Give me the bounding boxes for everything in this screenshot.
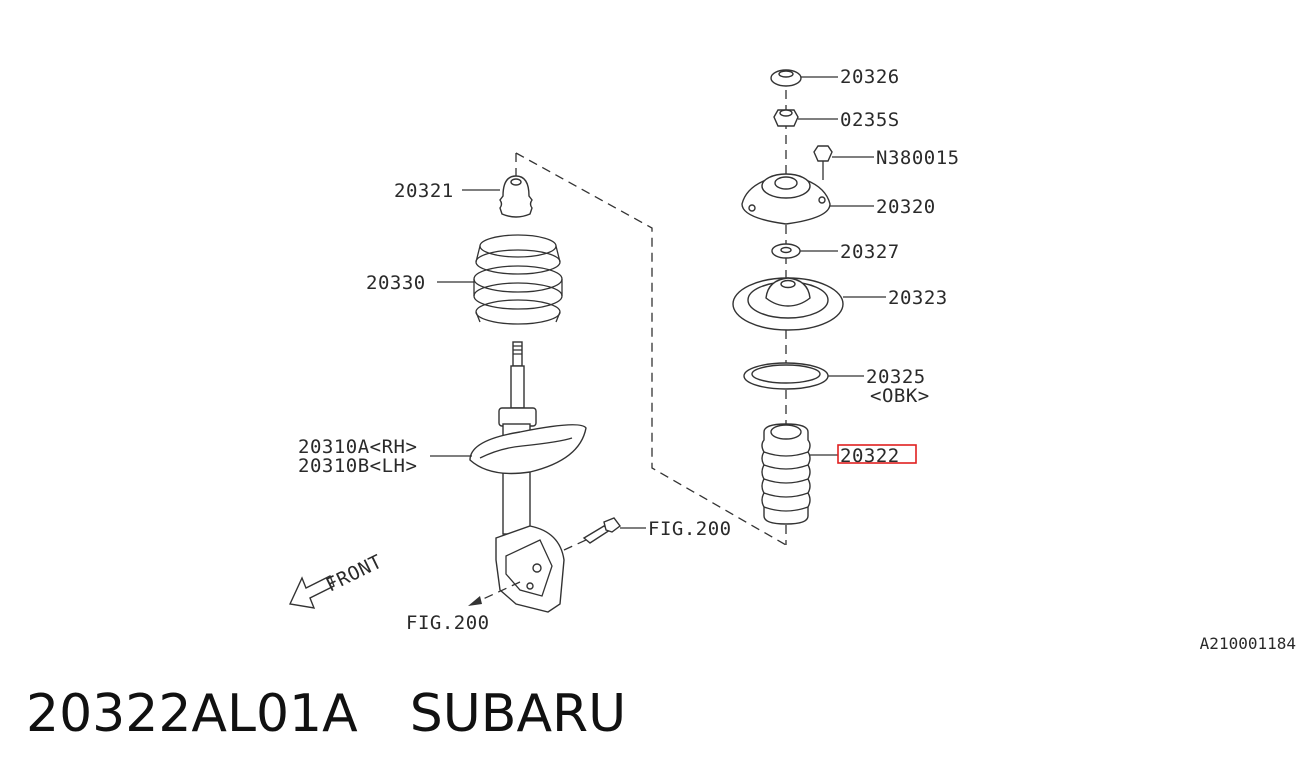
left-leader-lines	[430, 189, 500, 457]
strut-rod[interactable]	[510, 341, 525, 409]
part-20323-spring-seat[interactable]	[732, 277, 844, 331]
part-0235s-nut[interactable]	[773, 109, 799, 127]
part-20320-strut-mount[interactable]	[741, 173, 831, 225]
bolt-axis	[563, 539, 587, 551]
front-label: FRONT	[323, 551, 386, 597]
exploded-view-guide	[515, 152, 787, 546]
label-20320[interactable]: 20320	[876, 196, 936, 218]
right-leader-lines	[798, 76, 886, 456]
part-20330-coil-spring[interactable]	[473, 234, 563, 325]
label-20325[interactable]: 20325	[866, 366, 926, 388]
part-20310-strut[interactable]	[469, 407, 587, 613]
part-number: 20322AL01A	[26, 684, 358, 744]
part-20325-rubber-seat[interactable]	[743, 362, 829, 390]
label-0235s[interactable]: 0235S	[840, 109, 900, 131]
label-20327[interactable]: 20327	[840, 241, 900, 263]
part-20326-cap[interactable]	[770, 69, 802, 87]
label-20325-note: <OBK>	[870, 385, 930, 407]
brand-name: SUBARU	[409, 684, 627, 744]
fig-200-right-link[interactable]: FIG.200	[648, 518, 732, 540]
part-20321-bump-stop[interactable]	[499, 175, 533, 218]
parts-diagram: 20326 0235S N380015 20320 20327 20323 20…	[288, 66, 960, 634]
label-20330[interactable]: 20330	[366, 272, 426, 294]
label-20321[interactable]: 20321	[394, 180, 454, 202]
highlight-box	[837, 444, 917, 464]
label-20323[interactable]: 20323	[888, 287, 948, 309]
part-20322-dust-boot[interactable]	[761, 423, 811, 525]
label-20322[interactable]: 20322	[840, 445, 900, 467]
label-n380015[interactable]: N380015	[876, 147, 960, 169]
label-20326[interactable]: 20326	[840, 66, 900, 88]
part-n380015-bolt[interactable]	[813, 145, 833, 180]
arrow-fig-bottom	[467, 581, 521, 607]
diagram-id: A210001184	[1199, 634, 1296, 653]
part-20327-washer[interactable]	[771, 243, 801, 259]
front-direction-indicator: FRONT	[288, 551, 386, 609]
label-20310a[interactable]: 20310A<RH>	[298, 436, 417, 458]
footer-title: 20322AL01A SUBARU	[26, 684, 626, 744]
label-20310b[interactable]: 20310B<LH>	[298, 455, 417, 477]
fig-200-bottom-link[interactable]: FIG.200	[406, 612, 490, 634]
mounting-bolt[interactable]	[582, 517, 621, 544]
